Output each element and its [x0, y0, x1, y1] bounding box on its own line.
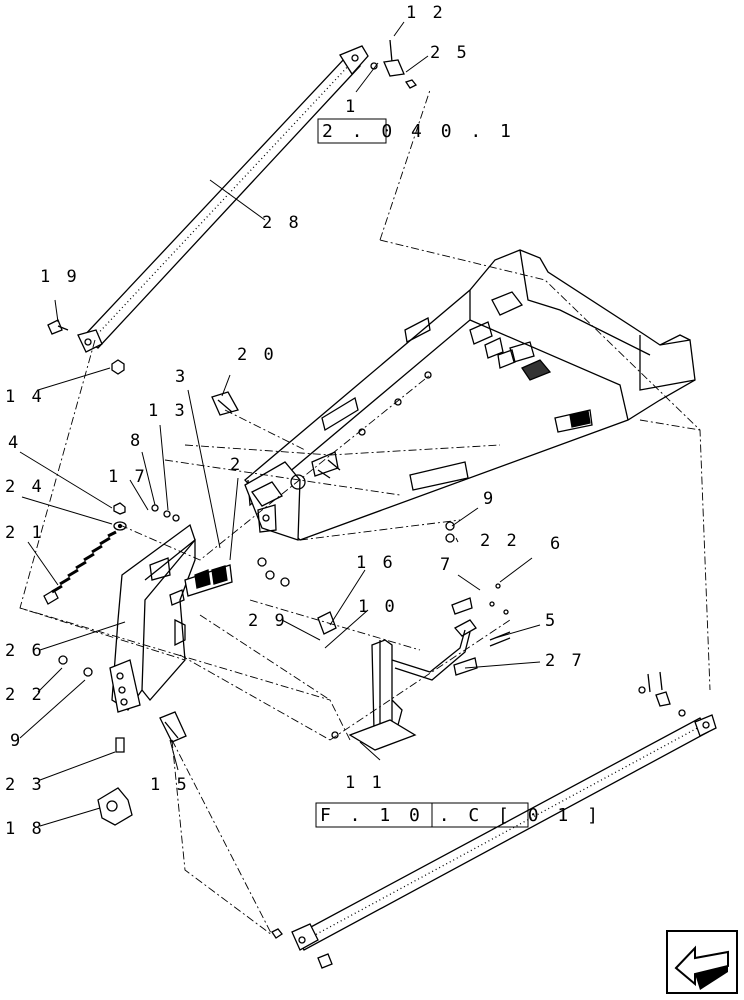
- small-hardware: [58, 504, 509, 739]
- nut-4: [113, 502, 126, 515]
- callout-5: 5: [545, 611, 558, 631]
- callout-28: 2 8: [262, 213, 302, 233]
- callout-11: 1 1: [345, 773, 385, 793]
- lower-brace-rod: [271, 671, 717, 969]
- callout-9-upper: 9: [483, 489, 496, 509]
- reference-box-bottom[interactable]: F . 1 0 . C [ 0 1 ]: [315, 802, 602, 828]
- callout-16: 1 6: [356, 553, 396, 573]
- bolt-23: [115, 737, 125, 753]
- clevis-18: [97, 787, 133, 826]
- safety-chain: [43, 530, 117, 605]
- decals: [184, 564, 233, 597]
- callout-27: 2 7: [545, 651, 585, 671]
- reference-label-top: 2 . 0 4 0 . 1: [322, 121, 515, 142]
- top-hardware: [370, 39, 418, 89]
- callout-25: 2 5: [430, 43, 470, 63]
- callout-18: 1 8: [5, 819, 45, 839]
- washer-24: [113, 521, 127, 531]
- callout-20: 2 0: [237, 345, 277, 365]
- callout-8: 8: [130, 431, 143, 451]
- callout-26: 2 6: [5, 641, 45, 661]
- callout-29: 2 9: [248, 611, 288, 631]
- callout-19: 1 9: [40, 267, 80, 287]
- hitch-plate: [109, 523, 196, 713]
- main-frame: [244, 249, 696, 541]
- callout-22-upper: 2 2: [480, 531, 520, 551]
- callout-12: 1 2: [406, 3, 446, 23]
- leader-lines: [19, 21, 541, 827]
- callout-7: 7: [440, 555, 453, 575]
- callout-22-lower: 2 2: [5, 685, 45, 705]
- callout-13: 1 3: [148, 401, 188, 421]
- callout-17: 1 7: [108, 467, 148, 487]
- callout-6: 6: [550, 534, 563, 554]
- pins-27: [451, 597, 511, 676]
- callout-15: 1 5: [150, 775, 190, 795]
- callout-1: 1: [345, 97, 358, 117]
- bolt-20: [211, 391, 239, 416]
- callout-21: 2 1: [5, 523, 45, 543]
- bolt-19: [47, 319, 69, 335]
- callout-2: 2: [230, 455, 243, 475]
- callout-23: 2 3: [5, 775, 45, 795]
- callout-9-lower: 9: [10, 731, 23, 751]
- callout-labels: 1 2 2 5 1 2 8 1 9 1 4 2 0 3 1 3 8 1 7 2 …: [5, 3, 585, 839]
- callout-4: 4: [8, 433, 21, 453]
- callout-3: 3: [175, 367, 188, 387]
- assembly-lines: [19, 89, 711, 936]
- bolts-15: [159, 711, 187, 743]
- reference-label-bottom: F . 1 0 . C [ 0 1 ]: [320, 805, 602, 826]
- nut-14: [111, 359, 125, 375]
- callout-24: 2 4: [5, 477, 45, 497]
- jack-stand: [348, 619, 477, 751]
- callout-14: 1 4: [5, 387, 45, 407]
- callout-10: 1 0: [358, 597, 398, 617]
- reference-box-top[interactable]: 2 . 0 4 0 . 1: [317, 118, 515, 144]
- upper-brace-rod: [77, 45, 369, 353]
- previous-page-arrow-icon[interactable]: [666, 930, 738, 994]
